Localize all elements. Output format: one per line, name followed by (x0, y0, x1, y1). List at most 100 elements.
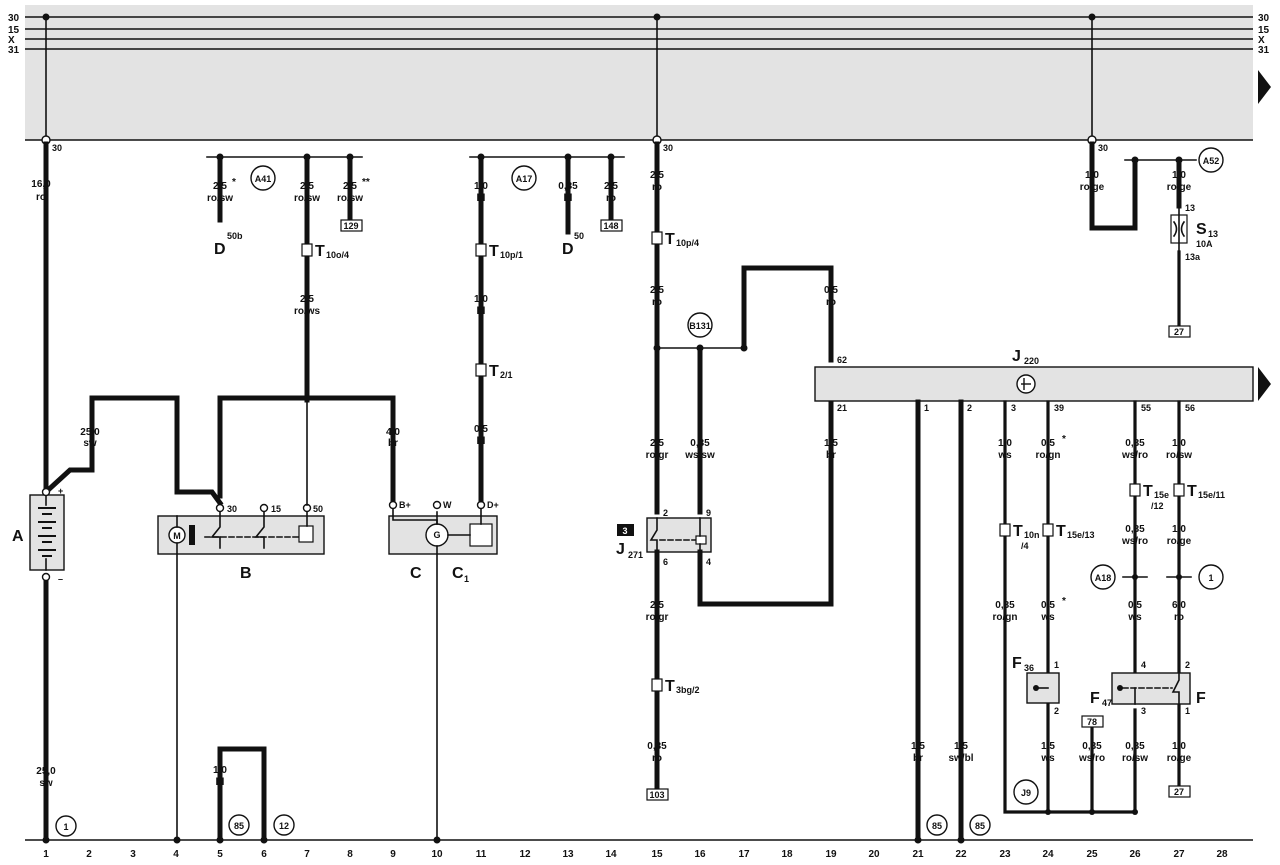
svg-text:2: 2 (1054, 706, 1059, 716)
col-number: 27 (1173, 849, 1185, 860)
col-number: 12 (519, 849, 531, 860)
starter-B: M 30 15 50 B (157, 503, 325, 844)
wire-size: 25,0 (80, 427, 100, 438)
col-number: 22 (955, 849, 967, 860)
svg-text:1,5: 1,5 (824, 438, 838, 449)
svg-text:1,0: 1,0 (474, 181, 488, 192)
ref-box-78 (1081, 715, 1104, 728)
ref-J9 (1013, 779, 1039, 805)
svg-text:ro: ro (652, 297, 662, 308)
A17-cluster: A17 1,0 bl 0,35 bl 2,5 ro 148 50 D T 10p… (469, 153, 625, 503)
svg-text:1: 1 (1185, 706, 1190, 716)
svg-text:4: 4 (706, 557, 711, 567)
label-D-col5: D (214, 241, 226, 258)
col-number: 20 (868, 849, 880, 860)
svg-text:**: ** (362, 177, 370, 188)
svg-text:ro: ro (606, 193, 616, 204)
wire-color: sw (83, 438, 97, 449)
svg-text:bl: bl (564, 193, 573, 204)
svg-text:bl: bl (216, 777, 225, 788)
ground-loop-5-6: 1,0 bl 85 12 (213, 746, 295, 844)
svg-text:/12: /12 (1151, 501, 1164, 511)
ref-A52 (1198, 147, 1224, 173)
svg-text:30: 30 (227, 504, 237, 514)
svg-text:*: * (1062, 434, 1066, 445)
rail-label-right-x: X (1258, 35, 1265, 46)
svg-text:S: S (1196, 221, 1207, 238)
svg-text:*: * (1062, 596, 1066, 607)
ref-A18 (1198, 564, 1224, 590)
svg-text:2,5: 2,5 (650, 438, 664, 449)
col-number: 23 (999, 849, 1011, 860)
svg-text:148: 148 (603, 221, 618, 231)
fuse-relay-panel-area (25, 5, 1253, 140)
svg-text:ws: ws (1040, 753, 1055, 764)
ref-D50 (687, 312, 713, 338)
svg-text:ro/ws: ro/ws (294, 306, 321, 317)
svg-text:0,5: 0,5 (1041, 438, 1055, 449)
svg-text:ro/ge: ro/ge (1167, 536, 1192, 547)
continuation-arrow-top (1258, 70, 1271, 104)
node (653, 13, 661, 21)
svg-text:ws/ro: ws/ro (1121, 536, 1148, 547)
col-number: 18 (781, 849, 793, 860)
svg-text:ro/ge: ro/ge (1080, 182, 1105, 193)
tap-label-30-col1: 30 (52, 143, 62, 153)
svg-text:br: br (388, 438, 398, 449)
rail-label-left-31: 31 (8, 45, 20, 56)
svg-text:220: 220 (1024, 356, 1039, 366)
rail-label-left-x: X (8, 35, 15, 46)
battery-circuit: + – A 16,0 ro 25,0 sw 25,0 sw 1 (12, 141, 224, 844)
label-A: A (12, 528, 24, 545)
ref-box-148 (600, 219, 623, 232)
col-number: 9 (390, 849, 396, 860)
ref-box-129 (340, 219, 363, 232)
svg-text:1: 1 (1208, 573, 1213, 583)
col-number: 4 (173, 849, 179, 860)
battery-minus-label: – (58, 574, 63, 584)
svg-text:ro: ro (652, 753, 662, 764)
svg-text:4: 4 (1141, 660, 1146, 670)
svg-text:bl: bl (477, 436, 486, 447)
svg-text:10n: 10n (1024, 530, 1040, 540)
svg-text:F: F (1012, 655, 1022, 672)
svg-text:T: T (489, 363, 499, 380)
svg-text:85: 85 (975, 821, 985, 831)
ref-12 (273, 814, 295, 836)
svg-text:15: 15 (271, 504, 281, 514)
svg-text:85: 85 (234, 821, 244, 831)
svg-text:J9: J9 (1021, 788, 1031, 798)
svg-text:21: 21 (837, 403, 847, 413)
svg-text:15e/13: 15e/13 (1067, 530, 1095, 540)
svg-text:0,5: 0,5 (1128, 600, 1142, 611)
svg-text:ws/ro: ws/ro (1078, 753, 1105, 764)
svg-text:1,0: 1,0 (998, 438, 1012, 449)
svg-text:T: T (1056, 523, 1066, 540)
svg-text:bl: bl (477, 306, 486, 317)
svg-text:ro/gr: ro/gr (646, 450, 669, 461)
tap-label-30-col25: 30 (1098, 143, 1108, 153)
svg-text:0,35: 0,35 (995, 600, 1015, 611)
col-number: 1 (43, 849, 49, 860)
ref-B131 (1090, 564, 1116, 590)
svg-text:1: 1 (924, 403, 929, 413)
col-number: 2 (86, 849, 92, 860)
svg-text:0,35: 0,35 (1125, 741, 1145, 752)
badge-3 (617, 524, 634, 536)
svg-text:129: 129 (343, 221, 358, 231)
svg-text:0,5: 0,5 (824, 285, 838, 296)
col-number: 26 (1129, 849, 1141, 860)
switch-F-F47: 0,35 ws/ro 1,0 ro/sw T 15e /12 T 15e/11 … (1090, 400, 1225, 815)
svg-text:36: 36 (1024, 663, 1034, 673)
rail-label-right-30: 30 (1258, 13, 1270, 24)
ecm-grounds: 1,5 br 1,5 sw/bl 85 85 (911, 399, 991, 844)
svg-text:ro/gn: ro/gn (993, 612, 1018, 623)
col-number: 7 (304, 849, 310, 860)
svg-text:1: 1 (63, 822, 68, 832)
svg-text:T: T (489, 243, 499, 260)
sensor-F36 (1026, 672, 1060, 704)
A41-cluster: A41 2,5 * ro/sw 2,5 ro/sw 2,5 ** ro/sw 1… (206, 153, 400, 506)
col-number: 6 (261, 849, 267, 860)
svg-text:2,5: 2,5 (650, 600, 664, 611)
